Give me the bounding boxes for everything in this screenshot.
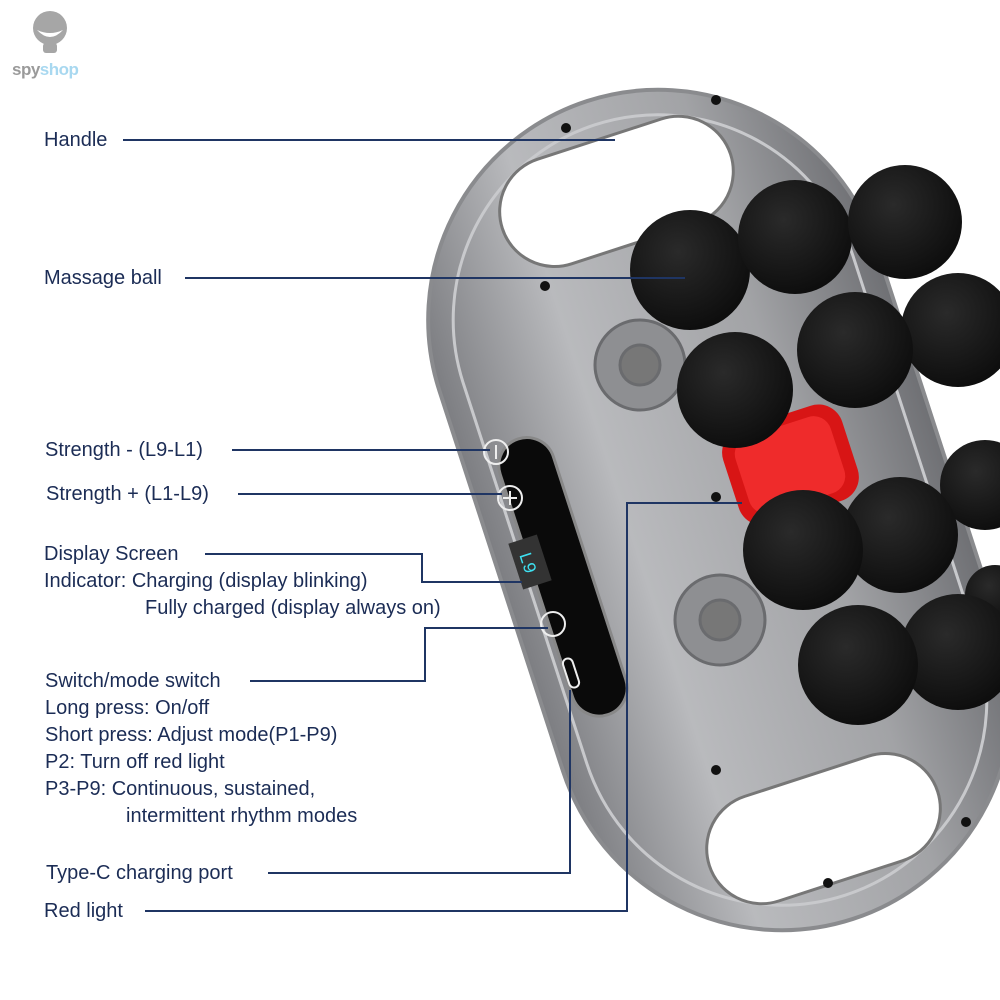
label-red-light: Red light: [44, 900, 123, 922]
label-handle: Handle: [44, 129, 108, 151]
label-short-press: Short press: Adjust mode(P1-P9): [45, 724, 338, 746]
label-switch: Switch/mode switch: [45, 670, 221, 692]
handle-bottom-cutout: [705, 752, 942, 906]
control-panel: [497, 436, 629, 718]
switch-leader: [250, 627, 548, 682]
label-p2: P2: Turn off red light: [45, 751, 225, 773]
label-massage-ball: Massage ball: [44, 267, 162, 289]
label-strength-minus: Strength - (L9-L1): [45, 439, 203, 461]
device-holes: [540, 95, 971, 888]
label-long-press: Long press: On/off: [45, 697, 210, 719]
label-indicator-charged: Fully charged (display always on): [145, 597, 441, 619]
label-type-c: Type-C charging port: [46, 862, 233, 884]
type-c-leader: [268, 690, 571, 874]
massage-heads: [593, 318, 767, 667]
label-display-screen: Display Screen: [44, 543, 179, 565]
label-indicator-charging: Indicator: Charging (display blinking): [44, 570, 368, 592]
control-buttons: L9: [483, 439, 581, 689]
label-p3-p9-cont: intermittent rhythm modes: [126, 805, 358, 827]
spyshop-logo: [33, 11, 67, 53]
massage-balls: [630, 165, 1000, 725]
label-p3-p9: P3-P9: Continuous, sustained,: [45, 778, 316, 800]
spyshop-logo-text: spyshop: [12, 60, 79, 79]
red-light-leader: [145, 502, 742, 912]
display-leader: [205, 553, 522, 583]
label-strength-plus: Strength + (L1-L9): [46, 483, 209, 505]
leader-lines: [123, 139, 742, 912]
